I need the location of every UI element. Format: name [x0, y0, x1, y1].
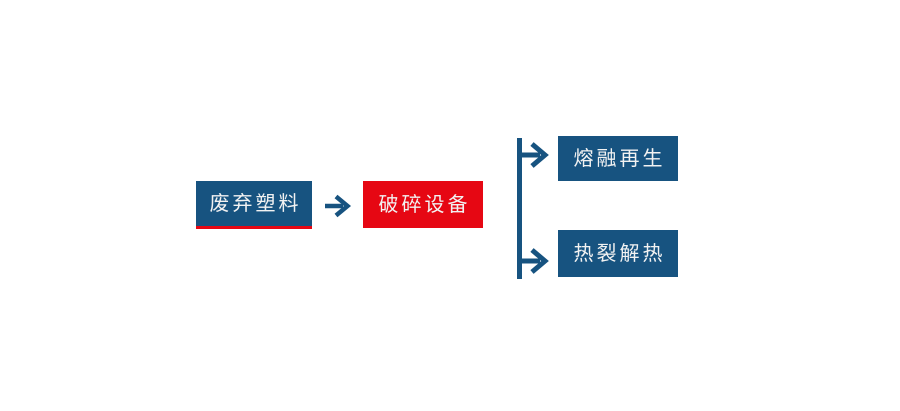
branch-vertical-line: [517, 138, 522, 279]
node-waste-plastic-label: 废弃塑料: [209, 192, 302, 215]
node-crushing-equipment: 破碎设备: [363, 181, 483, 228]
branch-bottom-right-arrow-icon: [519, 248, 549, 274]
branch-top-right-arrow-icon: [519, 142, 549, 168]
node-crushing-equipment-label: 破碎设备: [378, 193, 471, 216]
node-pyrolysis-heat-label: 热裂解热: [573, 242, 666, 265]
node-pyrolysis-heat: 热裂解热: [558, 230, 678, 277]
node-waste-plastic: 废弃塑料: [196, 181, 312, 229]
right-arrow-icon: [325, 194, 352, 218]
node-melt-regeneration: 熔融再生: [558, 136, 678, 181]
node-melt-regeneration-label: 熔融再生: [573, 147, 666, 170]
